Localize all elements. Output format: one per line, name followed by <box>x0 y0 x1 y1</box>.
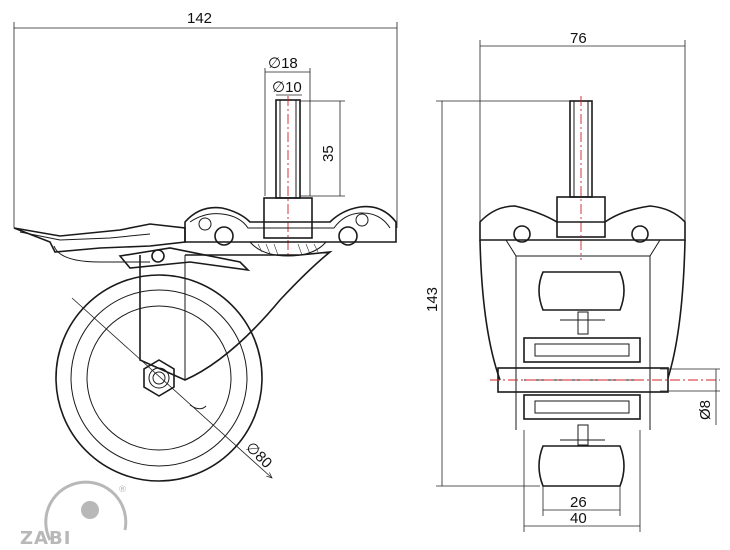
spindle-inner-dia-label: ∅10 <box>272 79 302 96</box>
tread-lower <box>538 424 625 487</box>
dim-bottom: 26 40 <box>523 430 641 532</box>
hub-width-label: 40 <box>570 510 587 527</box>
dim-overall-width-front: 76 <box>479 30 686 222</box>
tread-width-label: 26 <box>570 494 587 511</box>
brake-lever <box>13 223 251 272</box>
axle-front: Ø8 <box>490 367 720 425</box>
logo-registered-mark: ® <box>118 485 127 495</box>
zabi-logo: ZABI ® <box>20 480 128 549</box>
housing-front <box>479 239 686 430</box>
top-plate-front <box>479 205 686 257</box>
spindle-outer-dia-label: ∅18 <box>268 55 298 72</box>
top-plate <box>184 205 397 257</box>
dim-spindle: ∅18 ∅10 35 <box>264 55 345 197</box>
front-view: 76 143 <box>424 30 720 532</box>
spindle-length-label: 35 <box>320 145 337 162</box>
front-width-label: 76 <box>570 30 587 47</box>
axle-dia-label: Ø8 <box>697 400 714 420</box>
spindle-front <box>556 96 606 260</box>
wheel-side: ∅80 <box>55 274 275 482</box>
side-width-label: 142 <box>187 10 212 27</box>
wheel-dia-label: ∅80 <box>242 439 275 472</box>
side-view: 142 ∅18 ∅10 35 <box>13 10 398 482</box>
logo-text: ZABI <box>20 528 71 549</box>
dim-overall-height: 143 <box>424 100 575 487</box>
front-height-label: 143 <box>424 287 441 312</box>
tread-upper <box>538 271 625 335</box>
dim-overall-width-side: 142 <box>13 10 398 228</box>
spindle <box>263 96 313 258</box>
hub-front <box>523 337 641 420</box>
